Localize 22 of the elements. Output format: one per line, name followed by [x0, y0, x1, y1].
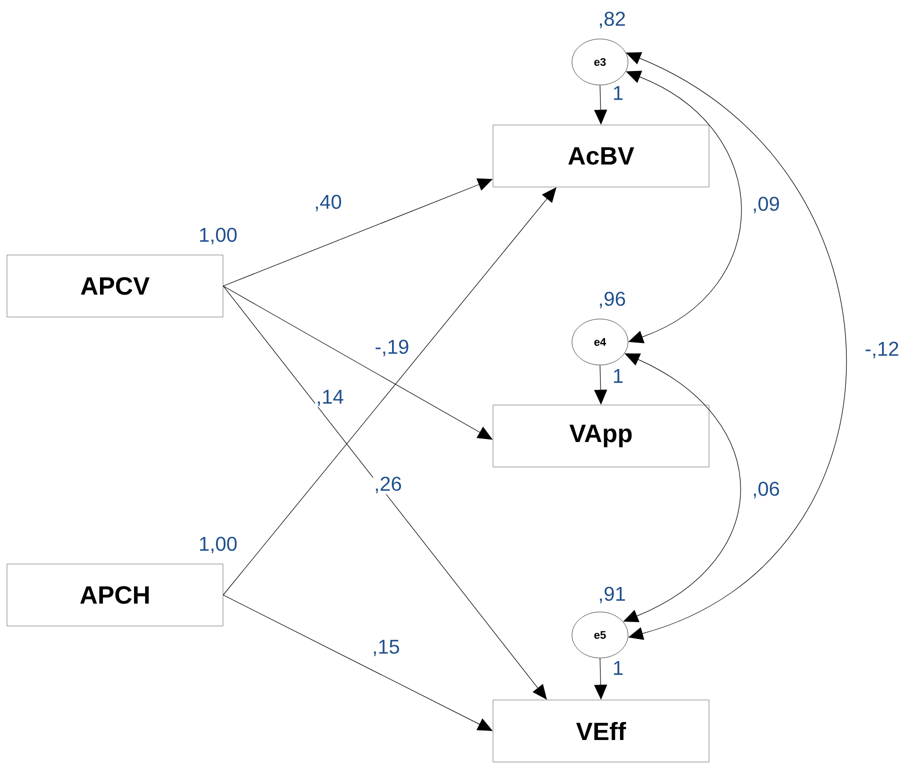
edge-label: ,26	[373, 476, 403, 494]
edge-label: ,09	[751, 196, 781, 214]
variable-box: VApp	[492, 404, 710, 468]
variance-label: 1,00	[200, 536, 237, 554]
edge-label: -,19	[374, 338, 410, 358]
variance-label: ,96	[600, 292, 626, 308]
variance-label: ,91	[600, 586, 625, 604]
edge-label: ,15	[371, 638, 401, 658]
variable-box: VEff	[492, 700, 710, 762]
arrow	[222, 187, 556, 596]
edge-label: ,40	[313, 194, 343, 212]
edge-label: 1	[611, 85, 625, 101]
edge-label: 1	[611, 368, 625, 384]
edge-label: ,14	[315, 388, 345, 408]
variable-box: APCH	[6, 564, 224, 626]
edge-label: 1	[611, 660, 625, 676]
variance-label: 1,00	[200, 228, 237, 244]
variance-label: ,82	[600, 12, 625, 28]
variable-box: AcBV	[492, 124, 710, 188]
edge-label: ,06	[751, 480, 781, 500]
edge-label: -,12	[864, 340, 900, 360]
variable-box: APCV	[6, 254, 224, 318]
